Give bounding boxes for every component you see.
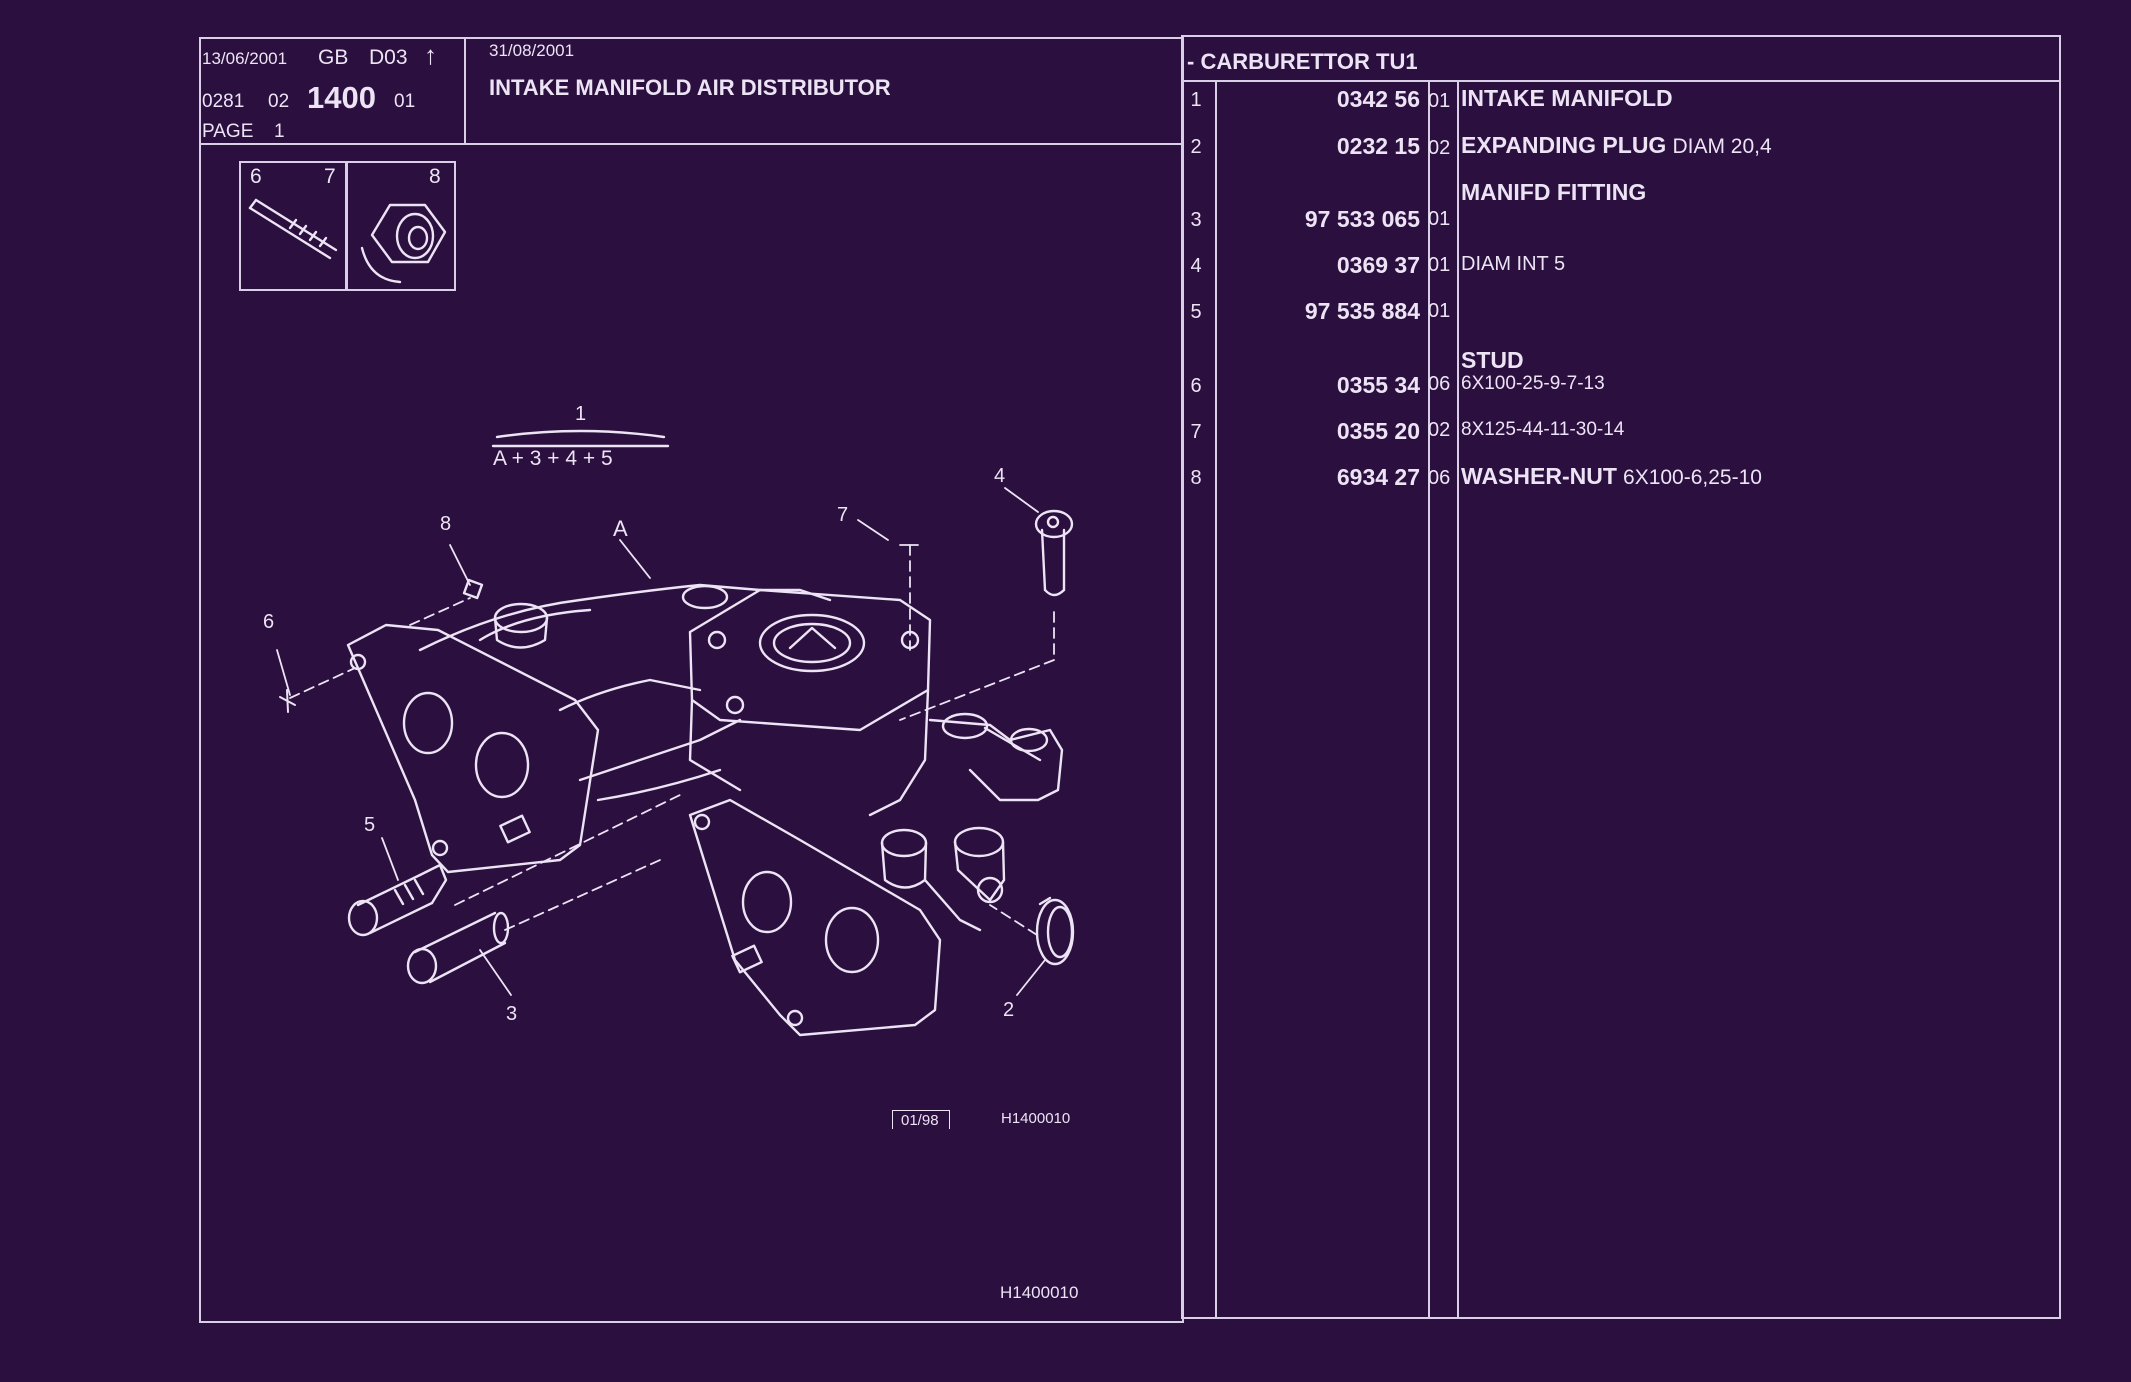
manifold-body — [418, 583, 832, 652]
callout-1: 1 — [575, 403, 587, 425]
row-number: 6 — [1190, 375, 1202, 397]
nut-8-icon — [462, 578, 484, 600]
group-code-c: 01 — [394, 91, 416, 112]
variant-code: D03 — [369, 46, 408, 69]
part-number: 0355 34 — [1336, 372, 1420, 398]
row-number: 7 — [1190, 421, 1202, 443]
edition-box: 01/98 — [892, 1110, 950, 1129]
page-label: PAGE — [202, 121, 254, 142]
quantity: 06 — [1428, 467, 1451, 489]
quantity: 02 — [1428, 137, 1451, 159]
description-main: INTAKE MANIFOLD — [1461, 85, 1673, 111]
plug-2-icon — [1035, 896, 1075, 966]
part-description: 6X100-25-9-7-13 — [1461, 373, 1605, 394]
callout-7: 7 — [837, 504, 849, 526]
group-heading-stud: STUD — [1461, 347, 1524, 373]
inset-label-6: 6 — [250, 165, 262, 188]
page-title: INTAKE MANIFOLD AIR DISTRIBUTOR — [489, 75, 891, 100]
row-number: 3 — [1190, 209, 1202, 231]
header-vertical-divider — [464, 37, 466, 144]
quantity: 01 — [1428, 254, 1451, 276]
callout-4: 4 — [994, 465, 1006, 487]
col-qty-divider — [1457, 80, 1459, 1319]
reference-code-bottom: H1400010 — [1000, 1283, 1079, 1302]
issue-date: 13/06/2001 — [202, 49, 288, 68]
page-number: 1 — [274, 121, 285, 142]
part-number: 6934 27 — [1336, 464, 1420, 490]
inset-label-8: 8 — [429, 165, 441, 188]
row-number: 2 — [1190, 136, 1202, 158]
quantity: 01 — [1428, 300, 1451, 322]
callout-6: 6 — [263, 611, 275, 633]
bolt-5-icon — [347, 863, 448, 937]
part-number: 0232 15 — [1336, 133, 1420, 159]
quantity: 02 — [1428, 419, 1451, 441]
callout-2: 2 — [1003, 999, 1015, 1021]
col-part-divider — [1428, 80, 1430, 1319]
col-num-divider — [1215, 80, 1217, 1319]
inset-label-7: 7 — [324, 165, 336, 188]
stud-icon — [248, 198, 338, 260]
carburettor-mount — [688, 588, 932, 732]
stud-3-icon — [406, 911, 510, 985]
left-flange — [346, 623, 600, 874]
description-main: EXPANDING PLUG — [1461, 132, 1667, 158]
description-sub: 6X100-6,25-10 — [1623, 466, 1762, 489]
header-divider — [199, 143, 1184, 145]
group-code-a: 0281 — [202, 91, 245, 112]
group-code-main: 1400 — [307, 80, 376, 115]
row-number: 8 — [1190, 467, 1202, 489]
part-description: WASHER-NUT 6X100-6,25-10 — [1461, 463, 1762, 489]
callout-5: 5 — [364, 814, 376, 836]
drawing-panel-frame — [199, 37, 1184, 1323]
quantity: 01 — [1428, 90, 1451, 112]
part-number: 0342 56 — [1336, 86, 1420, 112]
part-number: 97 535 884 — [1304, 298, 1420, 324]
part-number: 97 533 065 — [1304, 206, 1420, 232]
callout-A: A — [613, 516, 628, 541]
up-arrow-icon: ↑ — [424, 40, 437, 70]
part-number: 0355 20 — [1336, 418, 1420, 444]
row-number: 1 — [1190, 89, 1202, 111]
language-code: GB — [318, 46, 349, 69]
quantity: 06 — [1428, 373, 1451, 395]
description-main: WASHER-NUT — [1461, 463, 1617, 489]
section-title: - CARBURETTOR TU1 — [1187, 49, 1418, 74]
part-description: INTAKE MANIFOLD — [1461, 87, 1673, 110]
formula-bracket — [495, 429, 666, 439]
washer-nut-icon — [360, 203, 447, 284]
description-sub: DIAM 20,4 — [1672, 135, 1772, 158]
part-description: DIAM INT 5 — [1461, 253, 1566, 275]
bolt-4-icon — [1034, 509, 1074, 597]
callout-3: 3 — [506, 1003, 518, 1025]
row-number: 5 — [1190, 301, 1202, 323]
part-description: EXPANDING PLUG DIAM 20,4 — [1461, 132, 1772, 158]
part-number: 0369 37 — [1336, 252, 1420, 278]
callout-8: 8 — [440, 513, 452, 535]
group-heading-manifd-fitting: MANIFD FITTING — [1461, 179, 1647, 205]
revision-date: 31/08/2001 — [489, 41, 575, 60]
row-number: 4 — [1190, 255, 1202, 277]
parts-table-frame — [1181, 35, 2061, 1319]
inset-box-washer-nut — [346, 161, 456, 291]
formula: A + 3 + 4 + 5 — [493, 447, 613, 470]
right-flange — [688, 798, 942, 1037]
quantity: 01 — [1428, 208, 1451, 230]
group-code-b: 02 — [268, 91, 290, 112]
reference-code-small: H1400010 — [1001, 1110, 1071, 1127]
part-description: 8X125-44-11-30-14 — [1461, 419, 1625, 440]
table-header-divider — [1181, 80, 2061, 82]
